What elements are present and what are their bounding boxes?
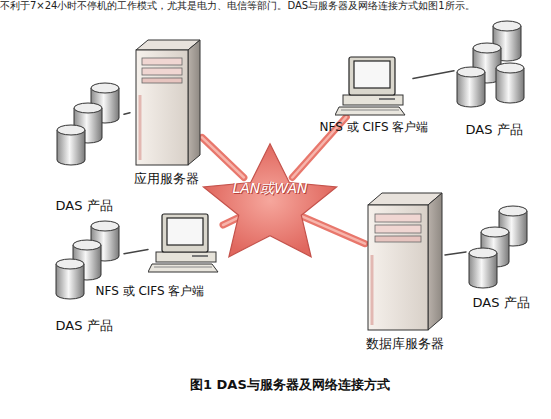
drive-bay (142, 78, 182, 83)
db-server: 数据库服务器 (365, 190, 445, 332)
drive-bay (375, 236, 421, 242)
das-product: DAS 产品 (52, 80, 124, 168)
das-product: DAS 产品 (454, 18, 526, 110)
link-highlight (202, 137, 244, 177)
node-label: 数据库服务器 (363, 336, 447, 351)
server-front (368, 205, 428, 330)
body-text: 不利于7×24小时不停机的工作模式，尤其是电力、电信等部门。DAS与服务器及网络… (0, 0, 475, 12)
network-star: LAN或WAN (200, 140, 340, 265)
drive-bay (375, 214, 421, 222)
link-highlight (298, 215, 365, 244)
node-label: DAS 产品 (458, 122, 530, 137)
link-outer (298, 215, 365, 244)
db-server-tower (368, 193, 442, 330)
link-outer (202, 137, 244, 177)
drive-bay (375, 225, 421, 233)
das-disks (457, 21, 524, 107)
storage-link (445, 252, 466, 255)
client-pc (148, 214, 218, 272)
node-label: 应用服务器 (125, 171, 207, 186)
drive-bay (142, 58, 182, 65)
drive-bay (142, 68, 182, 75)
star-outline (200, 140, 340, 265)
node-label: NFS 或 CIFS 客户端 (91, 284, 209, 299)
disk-cylinder (57, 125, 85, 165)
storage-link (124, 113, 130, 115)
app-server: 应用服务器 (130, 38, 202, 168)
storage-link (413, 71, 454, 79)
network-link (202, 137, 244, 177)
figure-caption: 图1 DAS与服务器及网络连接方式 (190, 376, 390, 394)
network-label: LAN或WAN (200, 180, 340, 196)
network-link (124, 250, 148, 254)
server-side (188, 40, 200, 165)
network-link (124, 113, 130, 115)
server-front (136, 50, 188, 165)
server-stripe (139, 95, 142, 160)
network-link (298, 215, 365, 244)
client-pc: NFS 或 CIFS 客户端 (148, 212, 223, 274)
server-stripe (371, 255, 374, 325)
client-pc: NFS 或 CIFS 客户端 (335, 55, 413, 117)
disk-cylinder (457, 67, 485, 107)
client-pc (335, 57, 405, 115)
das-disks (57, 83, 119, 165)
das-disks (469, 206, 527, 288)
app-server-tower (136, 40, 200, 165)
das-product: DAS 产品 (466, 203, 532, 291)
network-link (445, 252, 466, 255)
server-side (428, 193, 442, 330)
storage-link (124, 250, 148, 254)
node-label: NFS 或 CIFS 客户端 (315, 120, 433, 135)
disk-cylinder (496, 63, 524, 103)
network-link (413, 71, 454, 79)
node-label: DAS 产品 (468, 295, 534, 310)
das-product: DAS 产品 (52, 218, 124, 302)
node-label: DAS 产品 (48, 198, 120, 213)
star-shape (203, 144, 336, 257)
disk-cylinder (56, 259, 84, 299)
node-label: DAS 产品 (48, 318, 120, 333)
disk-cylinder (469, 248, 497, 288)
